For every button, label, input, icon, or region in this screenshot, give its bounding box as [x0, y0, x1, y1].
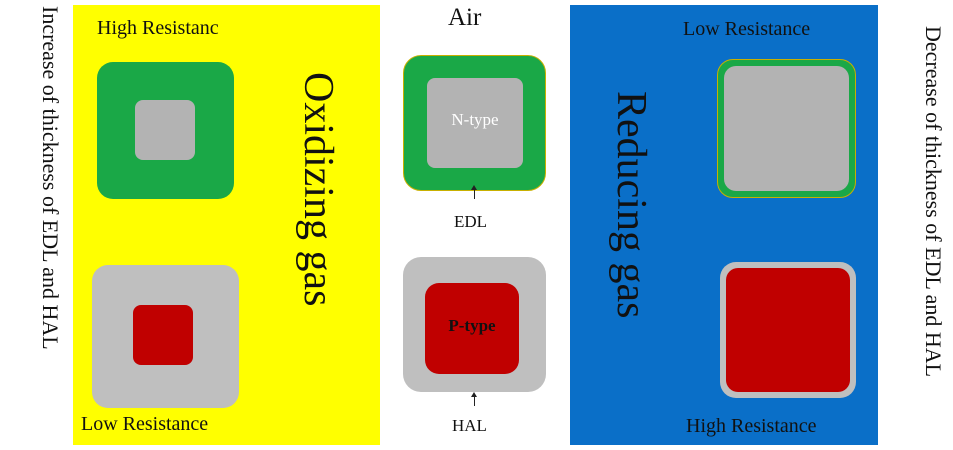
oxidizing-top-label: High Resistanc	[97, 17, 219, 39]
reducing-p-type-square	[720, 262, 856, 398]
edl-arrow	[471, 185, 477, 199]
p-type-label: P-type	[448, 316, 496, 335]
oxidizing-bottom-label: Low Resistance	[81, 413, 209, 435]
reducing-top-label: Low Resistance	[683, 18, 811, 40]
air-title: Air	[448, 4, 482, 31]
reducing-bottom-label: High Resistance	[686, 415, 817, 437]
air-p-type-square: P-type	[403, 257, 546, 392]
reducing-n-type-square	[717, 59, 856, 198]
reducing-gas-title: Reducing gas	[608, 91, 654, 319]
p-type-core: P-type	[425, 283, 519, 374]
oxidizing-p-type-square	[92, 265, 239, 408]
air-n-type-square: N-type	[403, 55, 546, 191]
n-type-label: N-type	[451, 110, 499, 129]
p-type-core	[133, 305, 193, 365]
edl-label: EDL	[454, 212, 488, 231]
p-type-core	[726, 268, 850, 392]
n-type-core	[135, 100, 195, 160]
reducing-gas-panel: Low Resistance Reducing gas High Resista…	[570, 5, 878, 445]
n-type-core	[724, 66, 849, 191]
right-side-label: Decrease of thickness of EDL and HAL	[921, 26, 946, 378]
oxidizing-gas-panel: High Resistanc Low Resistance Oxidizing …	[73, 5, 380, 445]
hal-arrow	[471, 392, 477, 406]
hal-label: HAL	[452, 416, 487, 435]
n-type-core: N-type	[427, 78, 523, 168]
oxidizing-gas-title: Oxidizing gas	[295, 72, 341, 307]
left-side-label: Increase of thickness of EDL and HAL	[38, 6, 63, 350]
oxidizing-n-type-square	[97, 62, 234, 199]
